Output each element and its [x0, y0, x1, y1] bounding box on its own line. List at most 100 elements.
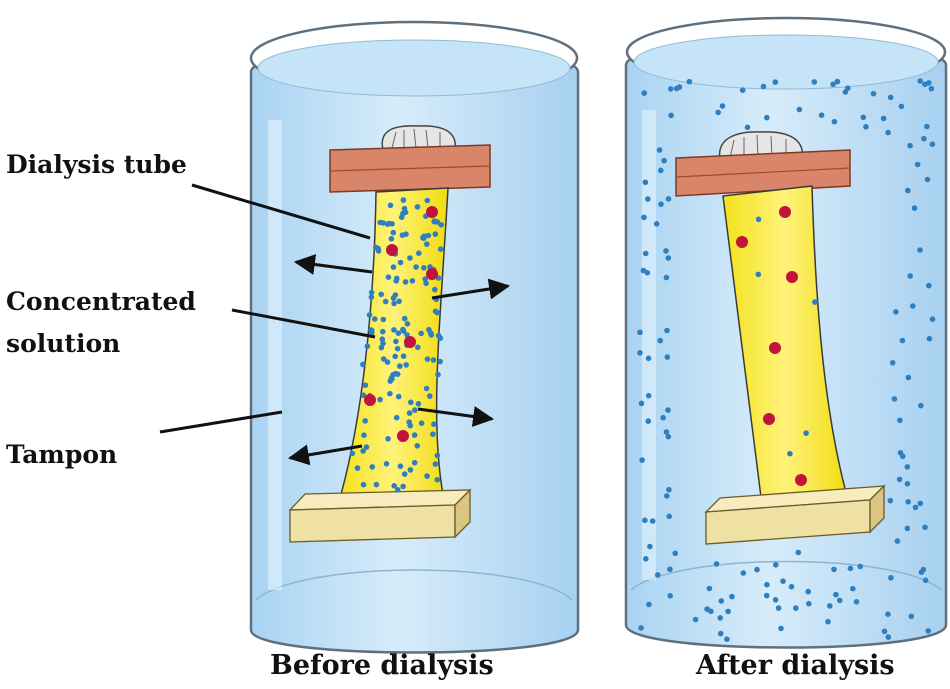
small-molecule: [390, 229, 397, 236]
small-molecule: [390, 295, 397, 301]
small-molecule: [885, 634, 892, 640]
small-molecule: [925, 628, 931, 634]
small-molecule: [384, 221, 391, 227]
small-molecule: [665, 433, 672, 440]
small-molecule: [904, 464, 911, 470]
small-molecule: [420, 234, 426, 241]
small-molecule: [922, 81, 928, 88]
small-molecule: [924, 176, 931, 183]
small-molecule: [894, 538, 901, 544]
small-molecule: [399, 232, 406, 238]
small-molecule: [646, 601, 652, 608]
small-molecule: [397, 259, 404, 266]
top-clamp-before: [329, 144, 491, 193]
small-molecule: [407, 467, 414, 473]
small-molecule: [400, 197, 407, 203]
small-molecule: [395, 487, 401, 493]
small-molecule: [380, 220, 387, 226]
small-molecule: [380, 340, 386, 347]
small-molecule: [666, 486, 672, 493]
small-molecule: [885, 129, 891, 136]
small-molecule: [914, 161, 921, 168]
small-molecule: [421, 265, 427, 271]
small-molecule: [922, 524, 928, 531]
small-molecule: [649, 518, 656, 524]
small-molecule: [637, 329, 643, 336]
small-molecule: [663, 248, 669, 254]
small-molecule: [658, 201, 664, 207]
small-molecule: [388, 236, 395, 242]
small-molecule: [744, 124, 751, 131]
diffusion-arrows: [287, 254, 511, 466]
small-molecule: [665, 255, 672, 261]
small-molecule: [719, 103, 726, 109]
small-molecule: [393, 338, 399, 345]
small-molecule: [780, 578, 786, 584]
small-molecule: [764, 114, 770, 121]
large-molecule: [364, 394, 376, 406]
small-molecule: [724, 636, 730, 642]
small-molecule: [643, 556, 649, 562]
small-molecule: [686, 78, 693, 85]
small-molecule: [881, 628, 888, 635]
small-molecule: [362, 418, 369, 424]
large-molecules-after: [736, 206, 807, 486]
small-molecule: [435, 371, 441, 378]
small-molecule: [713, 561, 720, 567]
small-molecule: [437, 358, 443, 365]
small-molecule: [905, 187, 911, 194]
label-dialysis-tube: Dialysis tube: [6, 150, 187, 179]
small-molecule: [424, 197, 431, 204]
small-molecule: [391, 327, 397, 333]
small-molecule: [411, 432, 418, 438]
small-molecule: [412, 407, 418, 413]
small-molecule: [891, 396, 898, 402]
small-molecule: [387, 202, 394, 209]
small-molecule: [912, 504, 919, 511]
small-molecule: [400, 210, 406, 217]
small-molecule: [380, 316, 387, 323]
bottom-clamp-before: [288, 488, 472, 543]
large-molecule: [779, 206, 791, 218]
diffusion-arrow: [417, 406, 495, 427]
small-molecule: [404, 321, 411, 327]
small-molecule: [836, 597, 843, 604]
small-molecule: [928, 85, 935, 92]
small-molecule: [418, 330, 425, 337]
small-molecule: [842, 89, 849, 95]
leader-tampon: [159, 410, 283, 434]
small-molecule: [706, 585, 713, 592]
small-molecule: [667, 566, 673, 573]
small-molecule: [857, 563, 863, 570]
small-molecule: [772, 79, 779, 85]
leader-concentrated-solution: [231, 308, 376, 339]
label-concentrated-solution: Concentrated solution: [6, 287, 196, 359]
small-molecule: [424, 241, 430, 247]
small-molecule: [364, 343, 371, 350]
small-molecule: [360, 481, 367, 488]
small-molecule: [897, 417, 903, 424]
small-molecule: [672, 550, 678, 557]
small-molecule: [354, 465, 361, 471]
label-concentrated-line2: solution: [6, 329, 121, 358]
small-molecule: [880, 115, 887, 122]
top-clamp-after: [675, 149, 851, 197]
small-molecule: [641, 214, 647, 221]
small-molecule: [360, 361, 366, 368]
small-molecule: [409, 278, 416, 284]
small-molecule: [349, 450, 356, 457]
small-molecule: [415, 344, 421, 351]
small-molecule: [372, 316, 378, 322]
small-molecule: [715, 109, 721, 116]
small-molecule: [366, 312, 373, 318]
small-molecule: [360, 448, 366, 454]
caption-after-dialysis: After dialysis: [696, 650, 895, 681]
small-molecule: [907, 142, 913, 149]
small-molecule: [431, 218, 438, 224]
small-molecule: [415, 401, 422, 407]
small-molecule: [427, 393, 433, 399]
small-molecule: [704, 606, 710, 612]
small-molecule: [812, 299, 818, 305]
small-molecule: [847, 565, 854, 572]
